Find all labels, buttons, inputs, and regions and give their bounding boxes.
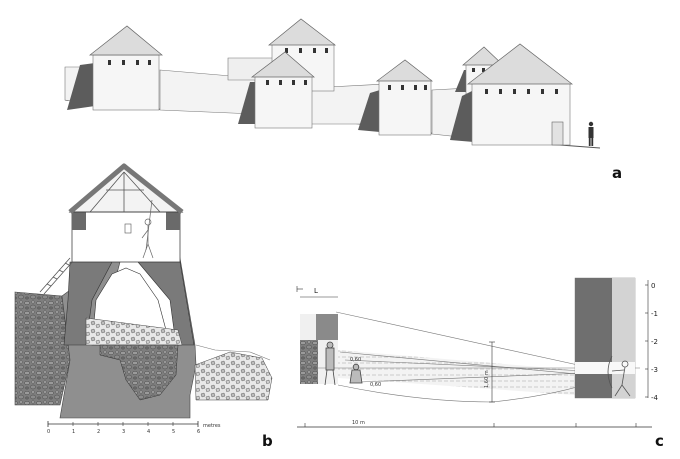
tower-roof xyxy=(68,165,184,213)
human-figure xyxy=(588,121,594,146)
depth-tick-label: -2 xyxy=(651,338,658,346)
scale-tick-label: 4 xyxy=(147,429,150,435)
depth-tick-label: 0 xyxy=(651,282,655,290)
scale-bar: 0 1 2 3 4 5 6 metres xyxy=(47,421,221,435)
panel-b-section: 0 1 2 3 4 5 6 metres b xyxy=(14,163,273,450)
depth-tick-label: -1 xyxy=(651,310,658,318)
rubble-mound xyxy=(194,351,273,401)
rubble-fill xyxy=(85,317,183,346)
tower xyxy=(450,43,574,146)
label-L: L xyxy=(314,287,318,295)
vertical-measure-label: 1,60 m xyxy=(484,370,490,388)
tower xyxy=(67,25,163,111)
archer-figure xyxy=(607,355,631,397)
sightline-zone xyxy=(338,350,575,395)
scale-unit-label: metres xyxy=(203,423,221,429)
mark-label: 0,60 xyxy=(370,382,381,388)
tower xyxy=(358,59,434,136)
tower xyxy=(238,51,315,129)
ladder xyxy=(39,257,75,295)
depth-axis: 0 -1 -2 -3 -4 xyxy=(645,280,659,402)
scale-tick-label: 2 xyxy=(97,429,100,435)
soldier-figure xyxy=(141,199,154,259)
scale-tick-label: 6 xyxy=(197,429,200,435)
depth-tick-label: -3 xyxy=(651,366,658,374)
roof-trusses xyxy=(89,171,161,213)
panel-letter-c: c xyxy=(655,432,664,450)
foundation-stones xyxy=(99,344,179,401)
scale-tick-label: 0 xyxy=(47,429,50,435)
panel-letter-a: a xyxy=(612,164,622,182)
scale-tick-label: 5 xyxy=(172,429,175,435)
tower-room xyxy=(71,211,181,263)
gate-door xyxy=(551,121,564,146)
panel-letter-b: b xyxy=(262,432,273,450)
panel-a-elevation: a xyxy=(64,18,622,182)
panel-c-sightlines: L 1,60 m 0,60 0,60 xyxy=(296,277,664,450)
terrain-section xyxy=(14,291,71,406)
distance-label: 10 m xyxy=(352,420,365,426)
depth-tick-label: -4 xyxy=(651,394,659,402)
scale-tick-label: 3 xyxy=(122,429,125,435)
mark-label: 0,60 xyxy=(350,357,361,363)
scale-tick-label: 1 xyxy=(72,429,75,435)
soldier-figures xyxy=(324,341,363,386)
outer-slope xyxy=(195,344,271,361)
